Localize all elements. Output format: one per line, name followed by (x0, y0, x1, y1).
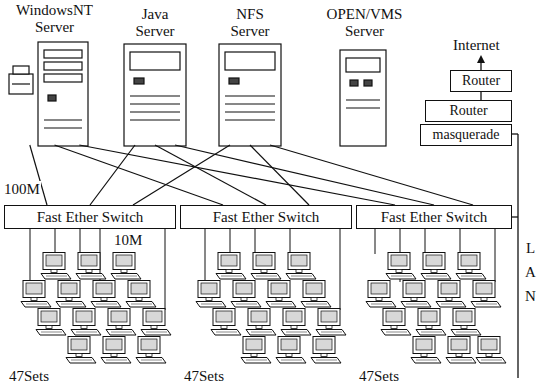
switch-box: Fast Ether Switch (180, 205, 352, 229)
drop-line (30, 229, 495, 310)
internet-label: Internet (452, 37, 501, 54)
box-label: Fast Ether Switch (37, 209, 144, 226)
switch-box: Fast Ether Switch (4, 205, 176, 229)
box-label: Router (462, 73, 500, 88)
pc-group (366, 253, 506, 364)
pc-group (196, 253, 346, 364)
server-node: OPEN/VMS Server (315, 6, 414, 145)
box-label: masquerade (433, 127, 500, 142)
server-icon (219, 44, 281, 146)
masquerade-box: masquerade (420, 124, 512, 146)
switch-box: Fast Ether Switch (356, 205, 512, 229)
count-label: 47Sets (8, 368, 50, 385)
router-box: Router (425, 100, 512, 122)
server-name: NFS Server (219, 6, 281, 39)
arrow-head (477, 55, 485, 63)
network-cable (55, 145, 224, 205)
server-node: WindowsNT Server (5, 2, 104, 145)
pc-group (21, 253, 171, 364)
icon-space (210, 39, 290, 145)
speed-label: 100M (3, 181, 41, 198)
box-label: Fast Ether Switch (213, 209, 320, 226)
server-icon (9, 42, 88, 146)
count-label: 47Sets (358, 368, 400, 385)
network-cable (133, 145, 230, 205)
box-label: Fast Ether Switch (381, 209, 488, 226)
network-cable (270, 145, 473, 205)
network-cable (90, 145, 135, 205)
network-cable (79, 145, 395, 205)
box-label: Router (449, 103, 487, 118)
router-box: Router (450, 70, 512, 92)
server-node: Java Server (115, 6, 195, 145)
icon-space (115, 39, 195, 145)
count-label: 47Sets (183, 368, 225, 385)
server-name: OPEN/VMS Server (317, 6, 412, 39)
server-node: NFS Server (210, 6, 290, 145)
speed-label: 10M (113, 232, 143, 249)
server-icon (340, 50, 386, 146)
network-cable (175, 145, 434, 205)
network-cable (155, 145, 266, 205)
server-name: WindowsNT Server (7, 2, 102, 35)
lan-label: LAN (522, 236, 539, 308)
server-name: Java Server (124, 6, 186, 39)
server-icon (124, 44, 186, 146)
icon-space (5, 35, 104, 145)
icon-space (315, 39, 414, 145)
